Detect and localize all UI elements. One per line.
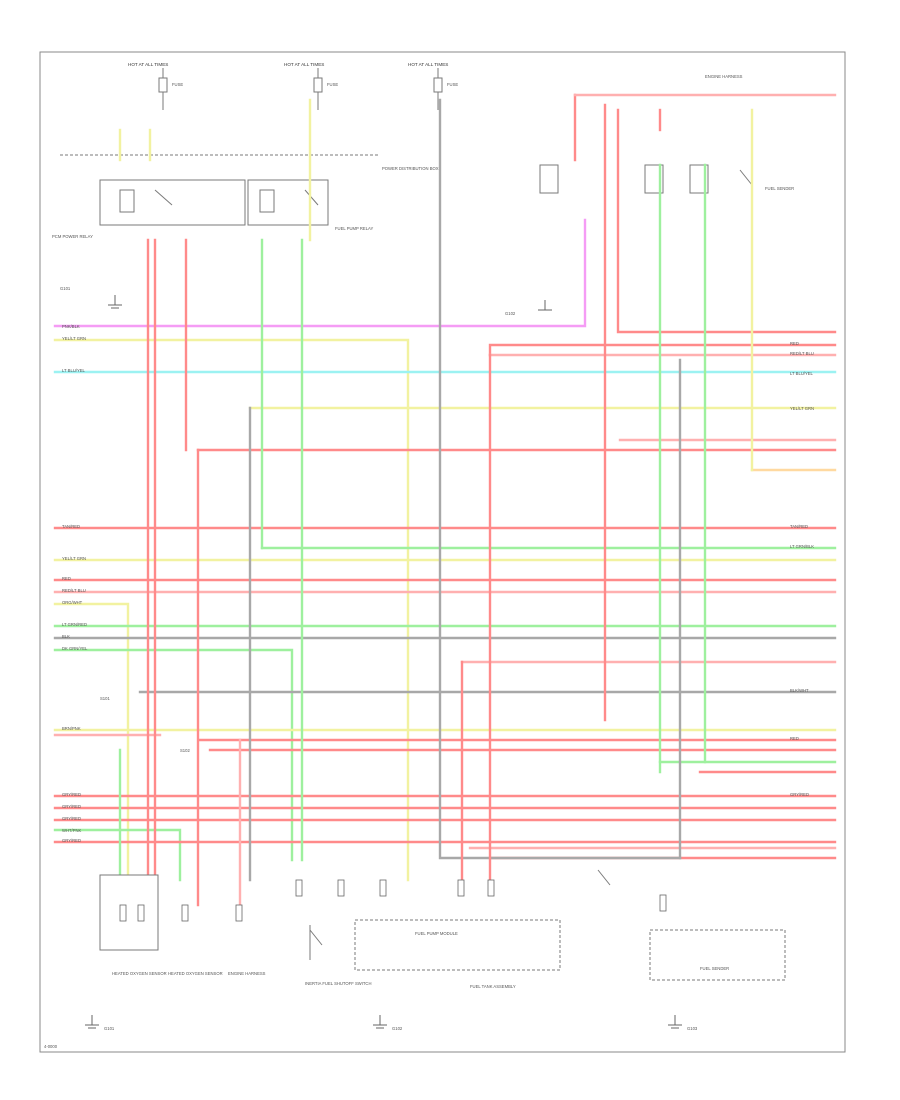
fuse-right-icon (433, 68, 443, 110)
wire-label-yel-lt-grn-2: YEL/LT GRN (62, 556, 86, 561)
ground-symbol-icon (668, 1015, 682, 1029)
wire-label-blk-wht-right: BLK/WHT (790, 688, 809, 693)
fuel-tank-assembly-label: FUEL TANK ASSEMBLY (470, 984, 516, 989)
ground-label-left: G101 (60, 286, 71, 291)
ground-label-bottom-middle: G102 (392, 1026, 403, 1031)
fuel-pump-relay (247, 179, 329, 226)
fuse-label-left: FUSE (172, 82, 183, 87)
ground-symbol-icon (108, 295, 122, 309)
wire-label-dk-grn-yel: DK GRN/YEL (62, 646, 88, 651)
power-dist-box-label: POWER DISTRIBUTION BOX (382, 166, 439, 171)
wire-label-gry-red-3: GRY/RED (62, 816, 81, 821)
wire-label-gry-red-2: GRY/RED (62, 804, 81, 809)
wire-label-red-lt-blu: RED/LT BLU (62, 588, 86, 593)
fuel-pump-module-label: FUEL PUMP MODULE (415, 931, 458, 936)
oxygen-sensor-right-label: HEATED OXYGEN SENSOR (168, 971, 223, 976)
fuse-label-middle: FUSE (327, 82, 338, 87)
sensor-connector-3 (539, 164, 559, 194)
wire-red-51 (616, 108, 837, 334)
wire-yellow-1 (53, 338, 410, 882)
oxygen-sensor-left (99, 874, 159, 951)
pcm-power-relay-label: PCM POWER RELAY (52, 234, 93, 239)
wire-label-red: RED (62, 576, 71, 581)
wire-label-gry-red-right: GRY/RED (790, 792, 809, 797)
engine-harness-label: ENGINE HARNESS (705, 74, 743, 79)
fuse-left-icon (158, 68, 168, 110)
ground-label-middle: G102 (505, 311, 516, 316)
engine-harness-section: ENGINE HARNESS FUEL SENDER G102 (505, 74, 794, 316)
ground-symbol-icon (538, 300, 552, 311)
relay-coil-icon (119, 189, 173, 213)
splice-label-left: S101 (100, 696, 110, 701)
oxygen-sensor-left-label: HEATED OXYGEN SENSOR (112, 971, 167, 976)
wire-yellow-14 (53, 602, 130, 882)
wire-label-brn-pnk: BRN/PNK (62, 726, 81, 731)
wire-label-gry-red-1: GRY/RED (62, 792, 81, 797)
fuel-sender-box (649, 929, 786, 981)
switch-contact-icon (259, 189, 319, 213)
wire-label-wht-pnk: WHT/PNK (62, 828, 82, 833)
wire-label-lt-grn-blk-right: LT GRN/BLK (790, 544, 814, 549)
wire-green-29 (53, 828, 182, 882)
wire-gray-45 (438, 98, 682, 860)
wire-label-red-right-2: RED (790, 736, 799, 741)
wire-label-gry-red-4: GRY/RED (62, 838, 81, 843)
wire-label-lt-blu-yel: LT BLU/YEL (62, 368, 86, 373)
splice-label-right: S102 (180, 748, 190, 753)
wire-label-tan-red-right: TAN/RED (790, 524, 808, 529)
wire-green-17 (53, 648, 294, 862)
wire-label-yel-lt-grn-right: YEL/LT GRN (790, 406, 814, 411)
wire-label-yel-lt-grn: YEL/LT GRN (62, 336, 86, 341)
bottom-components: HEATED OXYGEN SENSOR HEATED OXYGEN SENSO… (85, 869, 786, 1031)
ground-symbol-icon (373, 1015, 387, 1029)
wire-label-red-lt-blu-right: RED/LT BLU (790, 351, 814, 356)
hot-label-left: HOT AT ALL TIMES (128, 62, 168, 67)
page-marker: 4-0000 (44, 1044, 58, 1049)
connector-pin-icon (119, 879, 667, 922)
switch-contact-icon (597, 869, 611, 886)
wire-label-pnk-blk: PNK/BLK (62, 324, 80, 329)
wire-label-org-wht: ORG/WHT (62, 600, 83, 605)
hot-label-middle: HOT AT ALL TIMES (284, 62, 324, 67)
power-section: HOT AT ALL TIMES HOT AT ALL TIMES HOT AT… (52, 62, 458, 309)
fuel-sender-label: FUEL SENDER (765, 186, 794, 191)
wire-red-3 (488, 343, 837, 357)
fuse-label-right: FUSE (447, 82, 458, 87)
hot-label-right: HOT AT ALL TIMES (408, 62, 448, 67)
wire-label-blk: BLK (62, 634, 70, 639)
fuse-middle-icon (313, 68, 323, 110)
sensor-connector-1 (644, 164, 664, 194)
inertia-switch-label: INERTIA FUEL SHUTOFF SWITCH (305, 981, 371, 986)
wire-label-tan-red: TAN/RED (62, 524, 80, 529)
sensor-connector-2 (689, 164, 709, 194)
wire-layer (53, 93, 837, 922)
fuel-sender-box-label: FUEL SENDER (700, 966, 729, 971)
switch-contact-icon (309, 925, 323, 960)
engine-harness-label-bottom: ENGINE HARNESS (228, 971, 266, 976)
wire-magenta-0 (53, 218, 587, 328)
fuel-pump-relay-label: FUEL PUMP RELAY (335, 226, 374, 231)
wire-label-lt-blu-yel-right: LT BLU/YEL (790, 371, 814, 376)
fuel-tank-assembly (354, 919, 561, 971)
wire-label-column-right: RED RED/LT BLU LT BLU/YEL YEL/LT GRN TAN… (790, 341, 814, 797)
ground-label-bottom-right: G103 (687, 1026, 698, 1031)
wire-label-lt-grn-red: LT GRN/RED (62, 622, 87, 627)
pcm-power-relay (99, 179, 246, 226)
ground-label-bottom-left: G101 (104, 1026, 115, 1031)
switch-contact-icon (739, 169, 753, 186)
diagram-frame (39, 51, 846, 1053)
ground-symbol-icon (85, 1015, 99, 1029)
wire-label-column-left: PNK/BLK YEL/LT GRN LT BLU/YEL TAN/RED YE… (62, 324, 88, 843)
wire-label-red-right: RED (790, 341, 799, 346)
